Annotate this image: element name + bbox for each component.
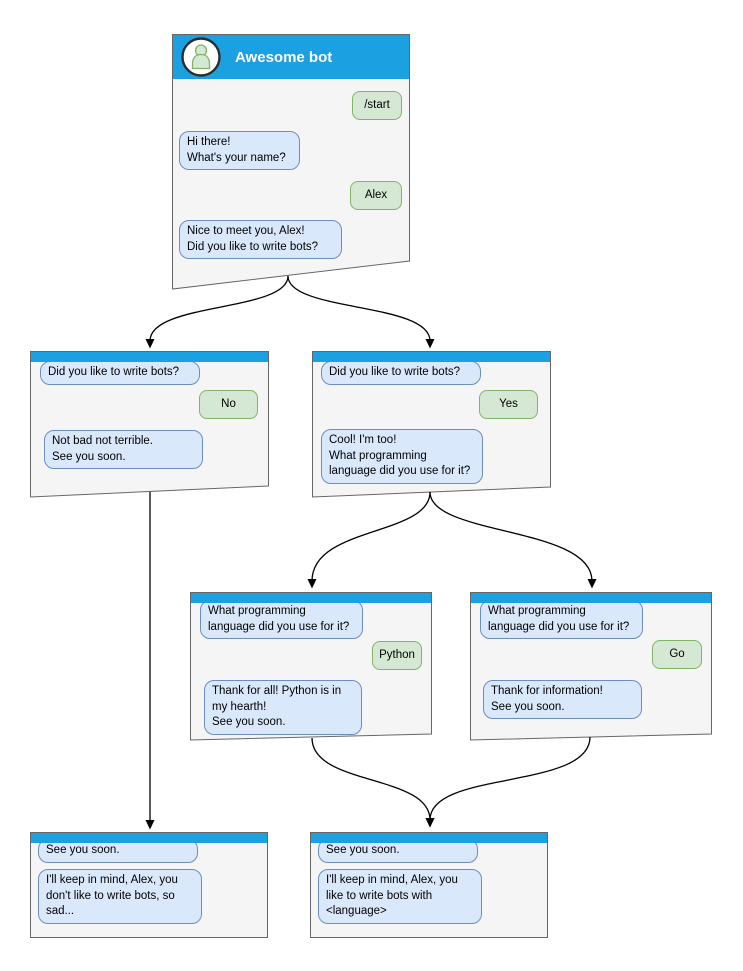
bot-message-bubble: I'll keep in mind, Alex, you don't like … bbox=[38, 869, 202, 924]
user-message-bubble: No bbox=[199, 390, 258, 419]
bot-message-bubble: Nice to meet you, Alex! Did you like to … bbox=[179, 220, 342, 259]
bot-message-bubble: What programming language did you use fo… bbox=[480, 600, 643, 639]
yes-branch-header bbox=[313, 352, 550, 362]
arrow-start-to-yes bbox=[287, 275, 435, 349]
bot-message-bubble: Thank for information! See you soon. bbox=[483, 680, 642, 719]
arrow-go-to-end bbox=[425, 736, 591, 828]
bot-message-bubble: Cool! I'm too! What programming language… bbox=[321, 429, 483, 484]
bot-message-bubble: Thank for all! Python is in my hearth! S… bbox=[204, 680, 362, 735]
no-branch-header bbox=[31, 352, 268, 362]
arrow-start-to-no bbox=[145, 275, 289, 349]
user-message-bubble: Alex bbox=[350, 181, 402, 210]
bot-person-icon bbox=[191, 44, 211, 70]
arrow-yes-to-python bbox=[307, 491, 431, 589]
bot-message-bubble: Hi there! What's your name? bbox=[179, 131, 300, 170]
end-yes-header bbox=[311, 833, 547, 843]
arrow-python-to-end bbox=[311, 737, 435, 828]
bot-message-bubble: Did you like to write bots? bbox=[321, 361, 481, 385]
user-message-bubble: Yes bbox=[479, 390, 538, 419]
bot-avatar bbox=[181, 37, 221, 77]
go-branch-header bbox=[471, 593, 711, 603]
bot-message-bubble: I'll keep in mind, Alex, you like to wri… bbox=[318, 869, 482, 924]
python-branch-header bbox=[191, 593, 431, 603]
end-no-header bbox=[31, 833, 267, 843]
user-message-bubble: Python bbox=[372, 641, 422, 670]
arrow-yes-to-go bbox=[429, 491, 597, 589]
bot-message-bubble: Not bad not terrible. See you soon. bbox=[44, 430, 203, 469]
bot-window-title: Awesome bot bbox=[235, 48, 333, 66]
user-message-bubble: Go bbox=[652, 640, 702, 669]
bot-window-header: Awesome bot bbox=[173, 35, 409, 79]
bot-message-bubble: Did you like to write bots? bbox=[40, 361, 200, 385]
user-message-bubble: /start bbox=[352, 91, 402, 120]
bot-message-bubble: What programming language did you use fo… bbox=[200, 600, 363, 639]
